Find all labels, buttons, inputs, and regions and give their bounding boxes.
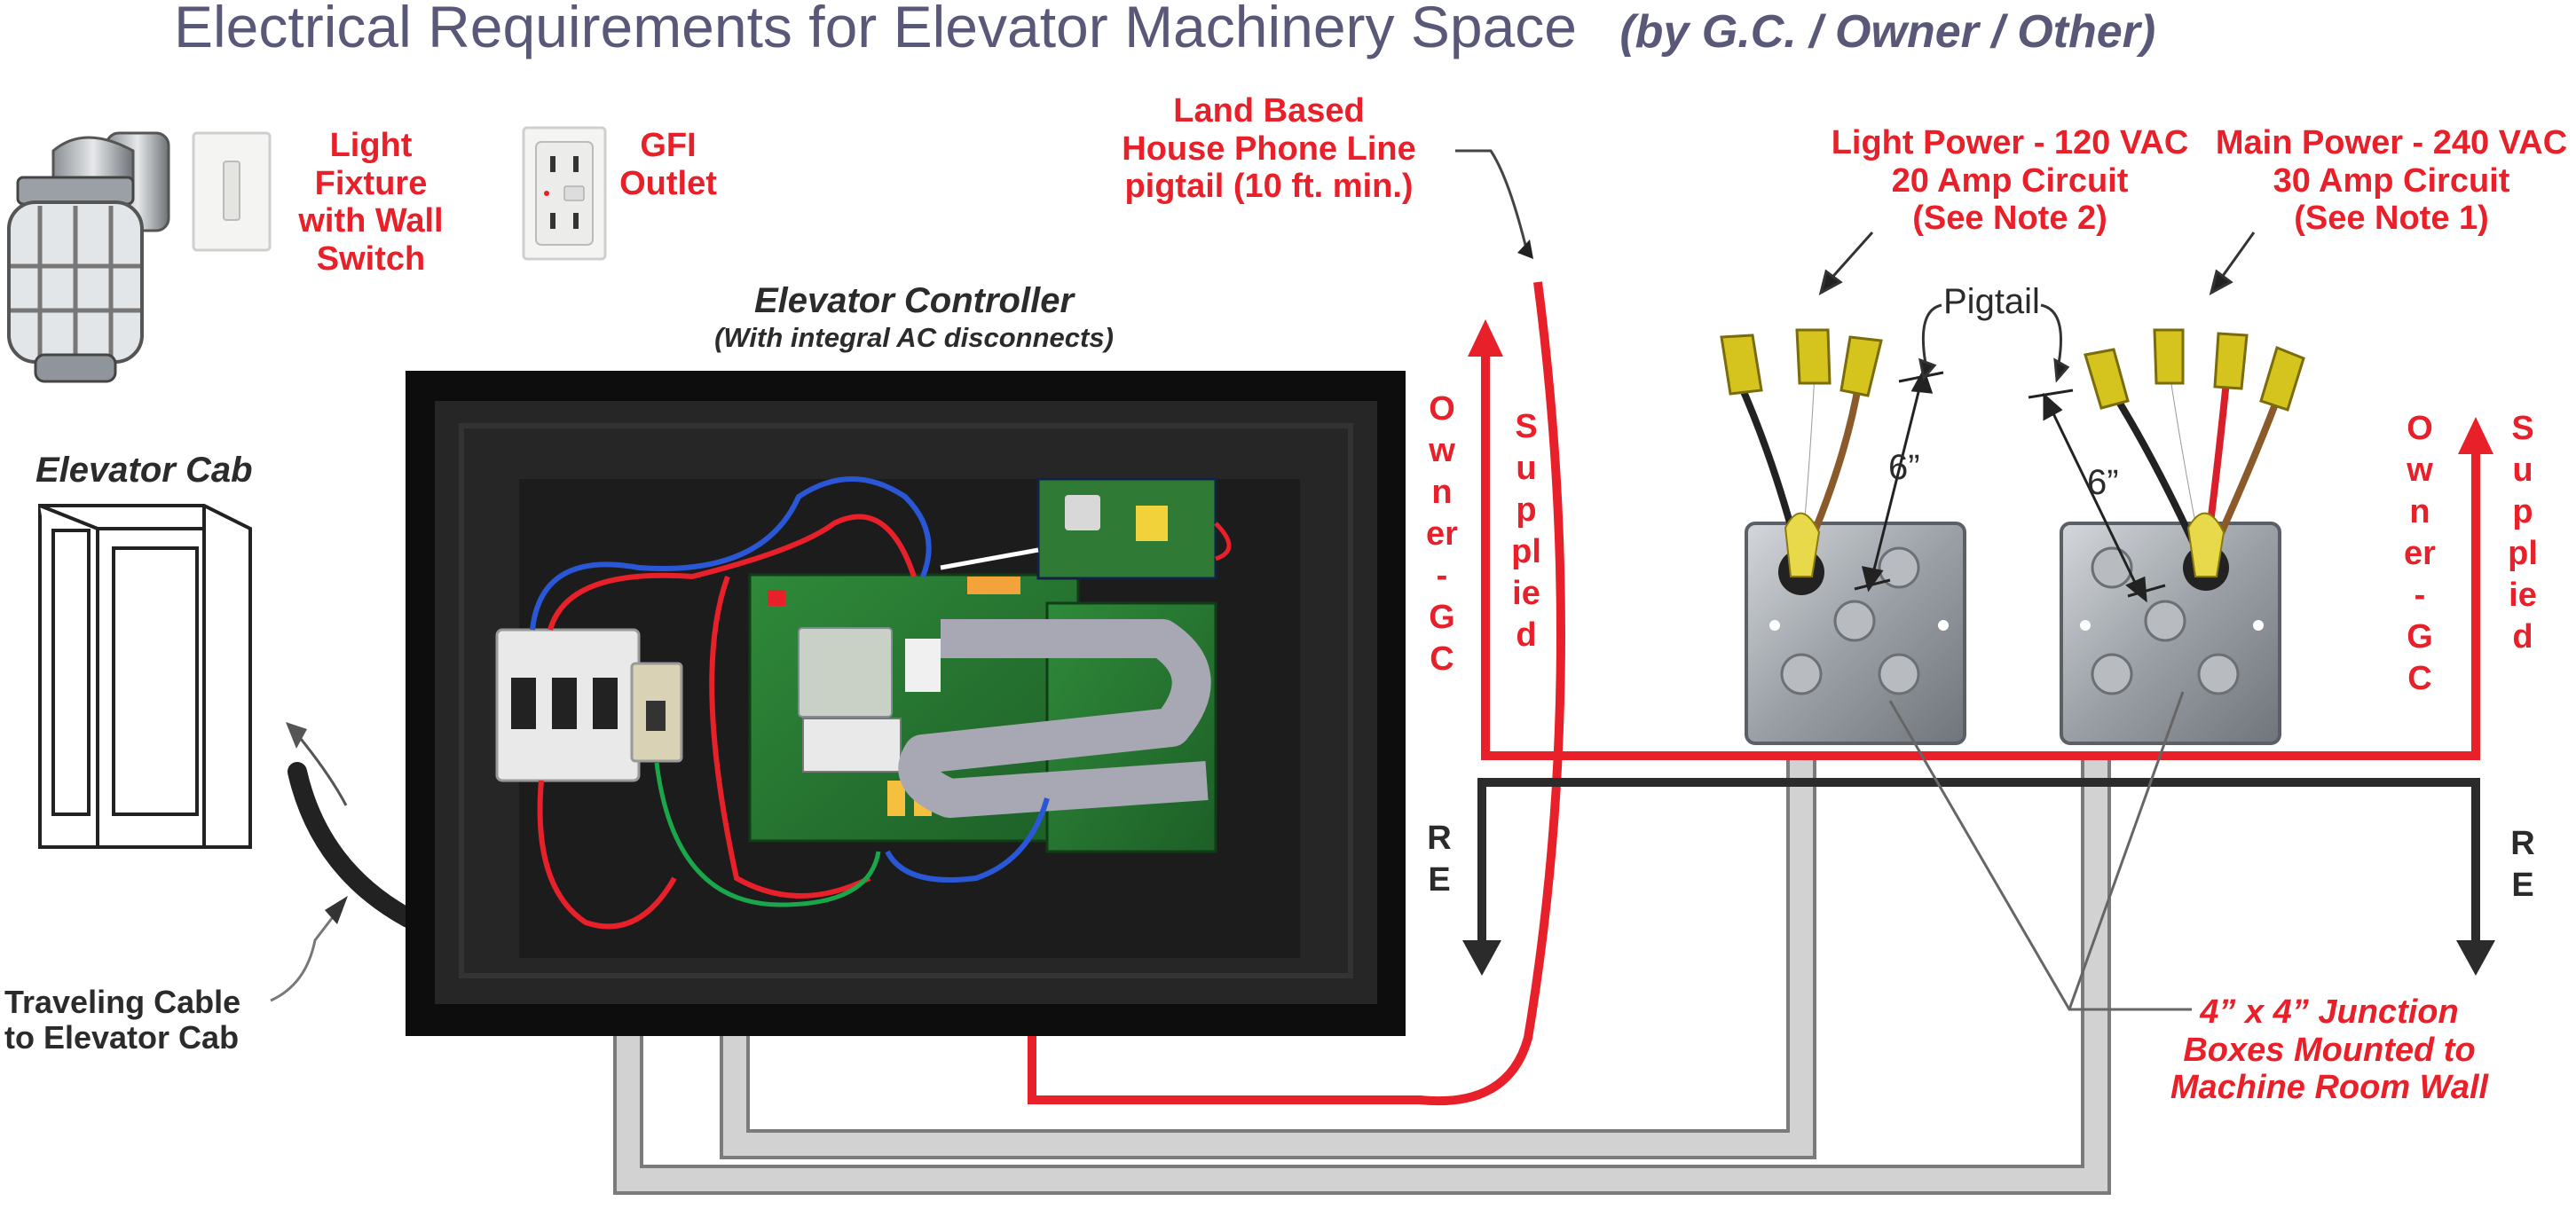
conduits xyxy=(613,754,2111,1195)
light-fixture-line-1: Light xyxy=(329,127,413,164)
elevator-cab-icon xyxy=(38,504,252,849)
elevator-controller xyxy=(406,371,1406,1036)
main-power-line-3: (See Note 1) xyxy=(2294,200,2489,238)
supplied-label-left: Supplied xyxy=(1511,408,1541,654)
phone-line-pigtail xyxy=(1027,149,1565,1106)
main-power-line-1: Main Power - 240 VAC xyxy=(2215,124,2568,161)
owner-supplied-line xyxy=(1468,319,2493,760)
pigtail-wires-right xyxy=(2084,328,2305,577)
light-fixture-line-3: with Wall xyxy=(298,202,444,240)
six-inch-label-right: 6” xyxy=(2087,463,2119,502)
traveling-cable-line-2: to Elevator Cab xyxy=(4,1019,240,1056)
gfi-line-2: Outlet xyxy=(619,164,717,202)
title-main: Electrical Requirements for Elevator Mac… xyxy=(174,0,1578,59)
junction-line-3: Machine Room Wall xyxy=(2170,1069,2489,1107)
elevator-cab-label: Elevator Cab xyxy=(35,451,253,490)
power-leaders xyxy=(1818,232,2256,295)
light-power-line-1: Light Power - 120 VAC xyxy=(1831,124,2189,161)
light-fixture-icon xyxy=(7,131,170,383)
traveling-cable-line-1: Traveling Cable xyxy=(4,984,241,1020)
phone-line-label: Land Based House Phone Line pigtail (10 … xyxy=(1109,92,1429,206)
traveling-cable xyxy=(270,722,418,1002)
phone-line-2: House Phone Line xyxy=(1122,130,1416,168)
diagram-title: Electrical Requirements for Elevator Mac… xyxy=(174,0,2155,60)
main-power-line-2: 30 Amp Circuit xyxy=(2273,161,2510,200)
gfi-outlet-icon xyxy=(522,126,607,261)
controller-title: Elevator Controller xyxy=(753,281,1075,320)
owner-gc-label-left: Owner-GC xyxy=(1426,390,1458,678)
traveling-cable-label: Traveling Cable to Elevator Cab xyxy=(4,984,241,1056)
owner-gc-label-right: Owner-GC xyxy=(2404,410,2436,697)
pigtail-label: Pigtail xyxy=(1943,282,2040,321)
phone-line-3: pigtail (10 ft. min.) xyxy=(1124,168,1414,206)
junction-box-left xyxy=(1745,522,1966,745)
re-label-right: RE xyxy=(2510,825,2535,904)
power-supply xyxy=(1036,477,1217,580)
ribbon-cable xyxy=(898,619,1211,818)
six-inch-label-left: 6” xyxy=(1888,448,1920,487)
re-label-left: RE xyxy=(1427,820,1452,899)
light-power-line-2: 20 Amp Circuit xyxy=(1891,161,2129,200)
supplied-label-right: Supplied xyxy=(2508,410,2538,656)
gfi-line-1: GFI xyxy=(640,127,697,164)
controller-subtitle: (With integral AC disconnects) xyxy=(714,322,1114,353)
junction-callouts xyxy=(1888,691,2192,1011)
junction-box-right xyxy=(2060,522,2281,745)
wall-switch-icon xyxy=(192,131,272,252)
phone-line-1: Land Based xyxy=(1173,92,1365,130)
light-fixture-line-4: Switch xyxy=(316,239,426,278)
pigtail-leaders xyxy=(1918,303,2070,383)
light-power-line-3: (See Note 2) xyxy=(1912,200,2107,238)
gfi-outlet-label: GFI Outlet xyxy=(612,127,724,202)
light-fixture-line-2: Fixture xyxy=(314,164,428,202)
title-sub: (by G.C. / Owner / Other) xyxy=(1619,6,2156,58)
junction-line-1: 4” x 4” Junction xyxy=(2200,993,2459,1031)
light-fixture-label: Light Fixture with Wall Switch xyxy=(293,127,449,278)
junction-boxes-label: 4” x 4” Junction Boxes Mounted to Machin… xyxy=(2143,993,2516,1107)
ac-disconnect-breakers xyxy=(495,628,683,782)
junction-line-2: Boxes Mounted to xyxy=(2183,1031,2476,1069)
main-power-label: Main Power - 240 VAC 30 Amp Circuit (See… xyxy=(2214,124,2569,238)
re-line xyxy=(1462,778,2495,976)
dimension-arrows xyxy=(1854,367,2166,603)
light-power-label: Light Power - 120 VAC 20 Amp Circuit (Se… xyxy=(1824,124,2196,238)
pigtail-wires-left xyxy=(1720,328,1883,577)
